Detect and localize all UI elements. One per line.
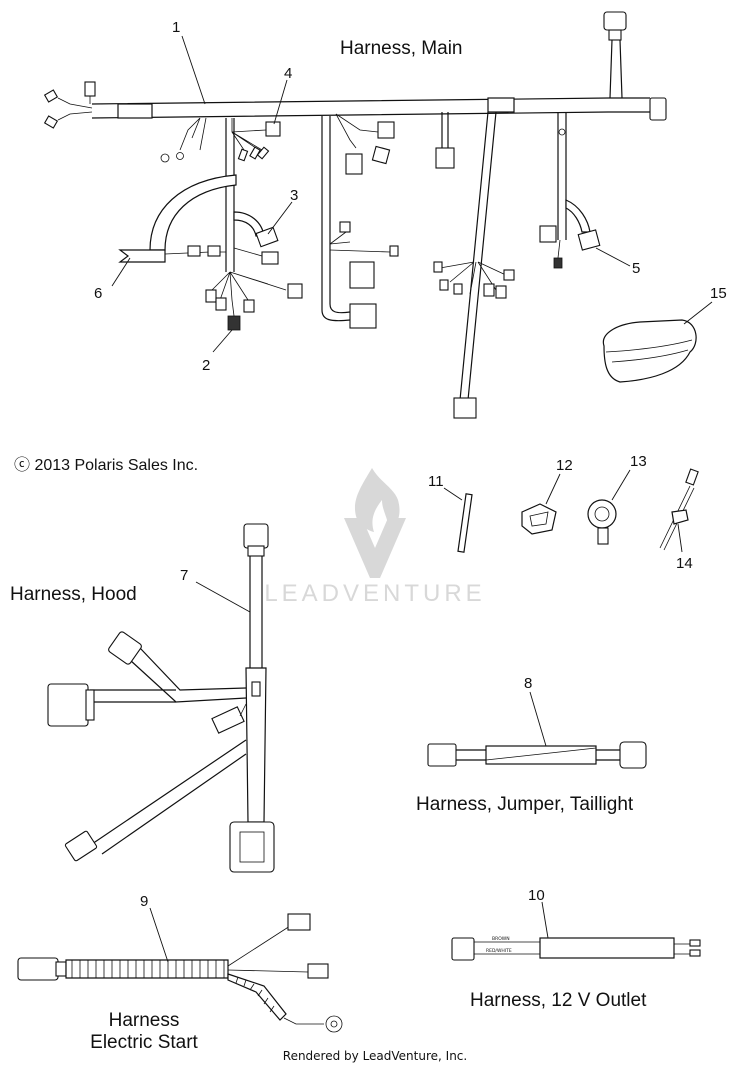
connector — [17, 957, 59, 981]
connector — [229, 821, 275, 873]
callout-6: 6 — [94, 285, 102, 302]
part-11-cable-tie — [457, 493, 473, 553]
title-harness-outlet: Harness, 12 V Outlet — [470, 990, 647, 1011]
callout-5: 5 — [632, 260, 640, 277]
connector — [427, 743, 457, 767]
callout-13: 13 — [630, 453, 647, 470]
callout-2: 2 — [202, 357, 210, 374]
wire-label-red-white: RED/WHITE — [486, 948, 512, 954]
connector — [43, 115, 59, 129]
harness-jumper-taillight: 8 — [427, 675, 647, 769]
connector — [261, 251, 279, 265]
connector — [64, 830, 98, 862]
copyright: ⓒ 2013 Polaris Sales Inc. — [14, 456, 198, 474]
connector — [227, 315, 241, 331]
title-harness-hood: Harness, Hood — [10, 584, 137, 605]
callout-10: 10 — [528, 887, 545, 904]
connector — [377, 121, 395, 139]
connector — [345, 153, 363, 175]
connector — [43, 89, 59, 103]
callout-7: 7 — [180, 567, 188, 584]
callouts-main: 1 4 3 6 2 5 15 — [94, 19, 727, 374]
connector — [349, 303, 377, 329]
connector — [451, 937, 475, 961]
callout-8: 8 — [524, 675, 532, 692]
callout-15: 15 — [710, 285, 727, 302]
callout-1: 1 — [172, 19, 180, 36]
watermark-text: LEADVENTURE — [264, 580, 485, 607]
connector — [265, 121, 281, 137]
v-logo-icon — [344, 518, 406, 578]
callout-4: 4 — [284, 65, 292, 82]
connector — [349, 261, 375, 289]
callout-9: 9 — [140, 893, 148, 910]
flame-logo-icon — [354, 468, 400, 532]
connector — [47, 683, 89, 727]
callout-3: 3 — [290, 187, 298, 204]
harness-main — [43, 11, 667, 419]
connector — [577, 229, 601, 251]
connector — [603, 11, 627, 31]
footer-credit: Rendered by LeadVenture, Inc. — [283, 1049, 467, 1063]
connector — [307, 963, 329, 979]
connector — [539, 225, 557, 243]
callout-11: 11 — [428, 473, 444, 490]
title-harness-electric-start-line1: Harness — [109, 1010, 180, 1031]
connector — [255, 226, 279, 248]
connector — [453, 397, 477, 419]
small-parts: 11 12 13 14 — [428, 453, 699, 572]
harness-hood: 7 — [47, 523, 275, 873]
watermark: LEADVENTURE — [264, 468, 485, 607]
connector — [619, 741, 647, 769]
callout-14: 14 — [676, 555, 693, 572]
wire-label-brown: BROWN — [492, 936, 510, 942]
connector — [211, 706, 245, 734]
connector — [108, 631, 142, 665]
title-harness-jumper: Harness, Jumper, Taillight — [416, 794, 634, 815]
callout-12: 12 — [556, 457, 573, 474]
connector — [84, 81, 96, 97]
part-15-pad — [602, 319, 697, 383]
connector — [435, 147, 455, 169]
connector — [243, 523, 269, 549]
connector — [287, 913, 311, 931]
title-harness-electric-start-line2: Electric Start — [90, 1032, 198, 1053]
harness-12v-outlet: BROWN RED/WHITE 10 — [451, 887, 701, 961]
connector — [287, 283, 303, 299]
part-12-clip — [521, 503, 557, 535]
connector — [649, 97, 667, 121]
title-harness-main: Harness, Main — [340, 38, 463, 59]
part-13-clamp — [587, 499, 617, 529]
harness-electric-start: 9 — [17, 893, 343, 1033]
